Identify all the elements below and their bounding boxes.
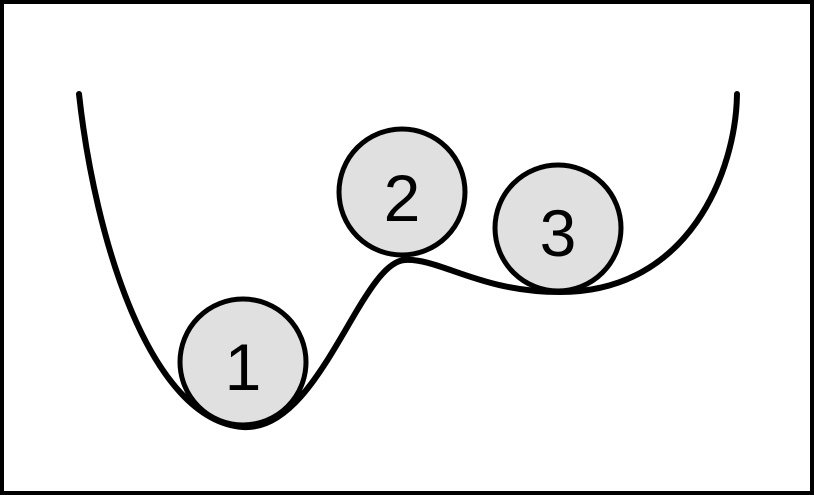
ball-3-label: 3 xyxy=(540,196,577,270)
ball-1-circle xyxy=(177,296,309,428)
ball-3: 3 xyxy=(492,162,624,294)
ball-3-circle xyxy=(492,162,624,294)
ball-2-circle xyxy=(336,126,468,258)
ball-1-label: 1 xyxy=(225,330,262,404)
ball-1: 1 xyxy=(177,296,309,428)
ball-2-label: 2 xyxy=(384,161,421,235)
ball-2: 2 xyxy=(336,126,468,258)
energy-landscape-curve xyxy=(76,91,740,431)
